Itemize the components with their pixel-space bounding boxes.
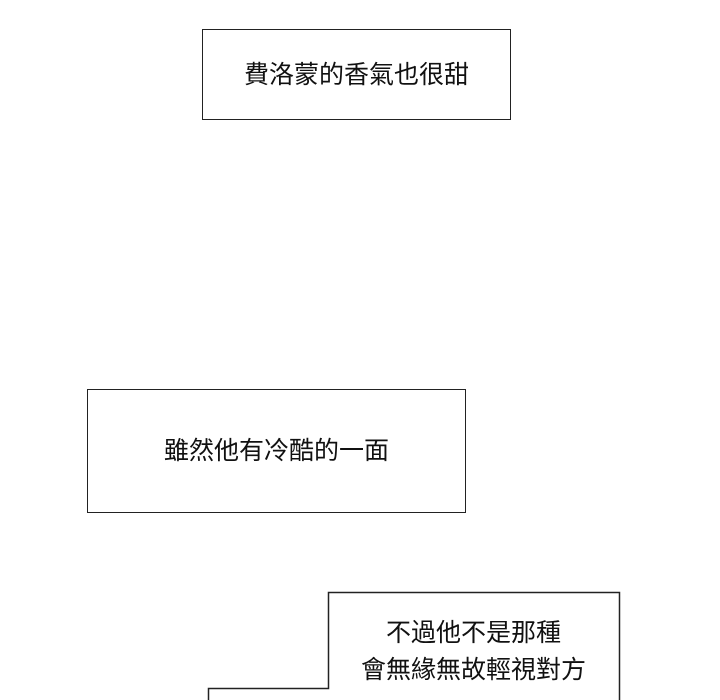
caption-text: 費洛蒙的香氣也很甜: [243, 59, 469, 89]
caption-text-line-1: 不過他不是那種: [385, 618, 561, 647]
caption-text-line-2: 會無緣無故輕視對方: [360, 655, 586, 684]
caption-box-1: 費洛蒙的香氣也很甜: [202, 29, 511, 120]
caption-box-3: 不過他不是那種 會無緣無故輕視對方: [328, 614, 619, 688]
caption-text: 雖然他有冷酷的一面: [163, 436, 389, 465]
caption-box-2: 雖然他有冷酷的一面: [87, 389, 466, 513]
